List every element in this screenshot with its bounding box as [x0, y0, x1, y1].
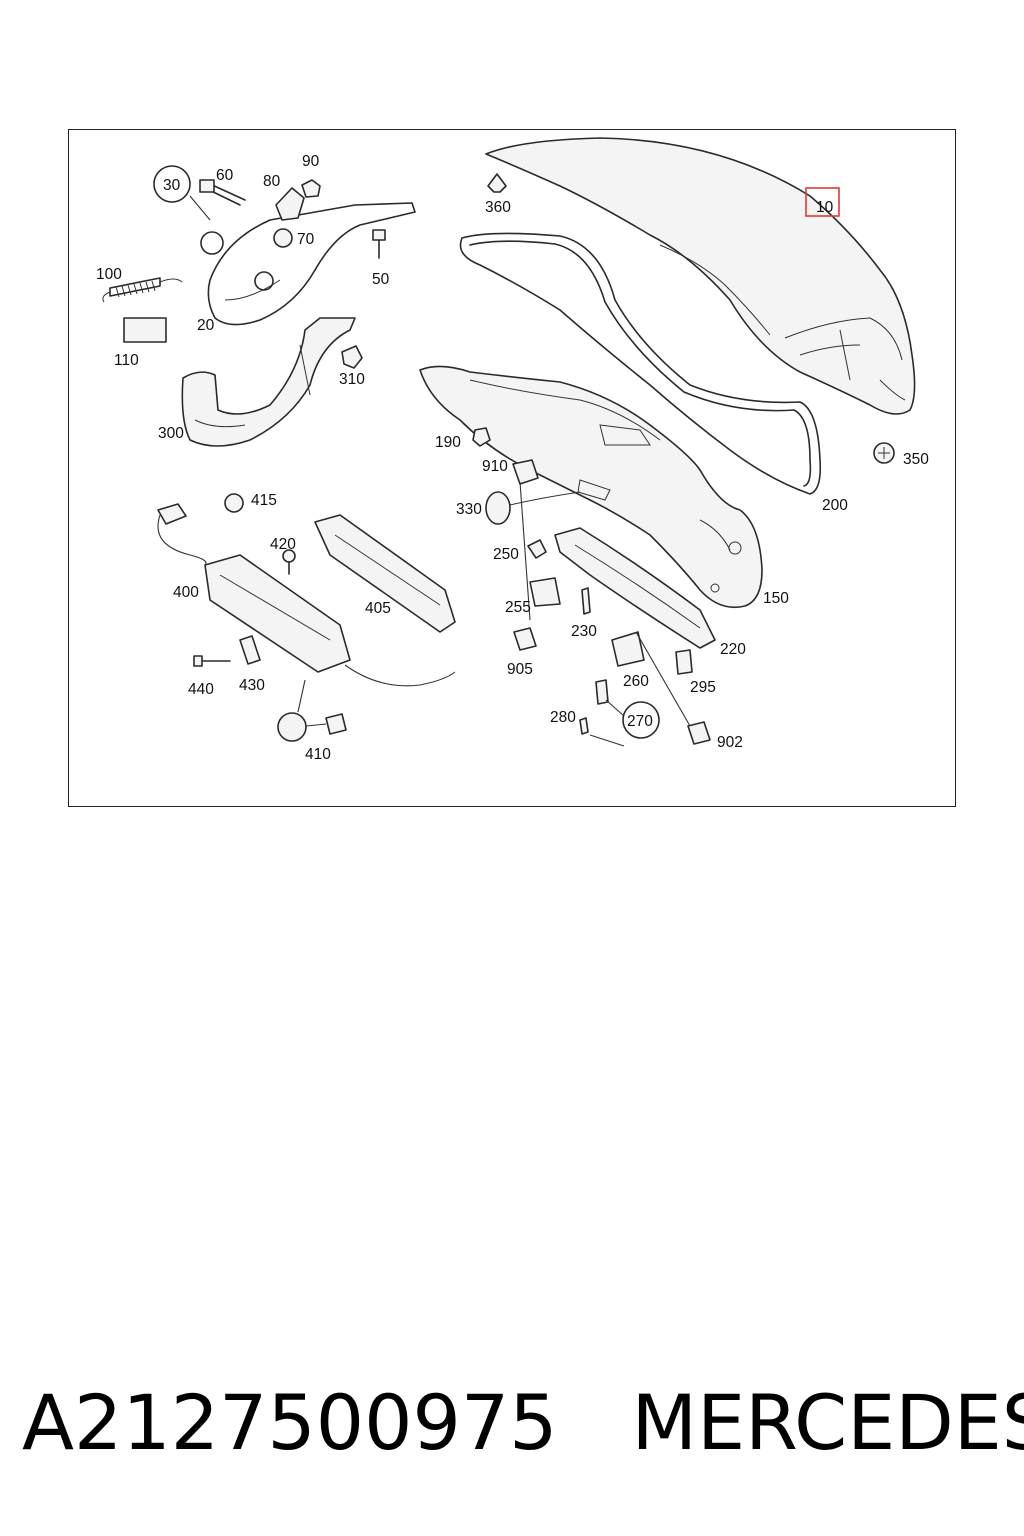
clip-295-part[interactable]: [675, 649, 693, 675]
trunk-lid-part[interactable]: [485, 137, 916, 415]
sticker-902-part[interactable]: [687, 721, 711, 745]
part-caption: A2127500975 MERCEDES: [22, 1368, 1024, 1478]
callout-circle-30: [153, 165, 191, 203]
clip-190-part[interactable]: [472, 427, 491, 447]
callout-280[interactable]: 280: [550, 709, 576, 726]
trim-strip-part[interactable]: [554, 527, 716, 649]
clip-250-part[interactable]: [527, 539, 547, 559]
leader-lines: [189, 195, 691, 747]
bolt-50-part[interactable]: [372, 229, 386, 259]
lock-405-part[interactable]: [314, 514, 456, 633]
callout-100[interactable]: 100: [96, 266, 122, 283]
bracket-80-part[interactable]: [275, 187, 305, 221]
callout-420[interactable]: 420: [270, 536, 296, 553]
switch-255-part[interactable]: [529, 577, 561, 607]
callout-70[interactable]: 70: [297, 231, 315, 248]
screw-440-part[interactable]: [193, 655, 231, 667]
callout-400[interactable]: 400: [173, 584, 199, 601]
callout-80[interactable]: 80: [263, 173, 281, 190]
callout-910[interactable]: 910: [482, 458, 508, 475]
grommet-330-part[interactable]: [485, 491, 581, 525]
callout-300[interactable]: 300: [158, 425, 184, 442]
callout-200[interactable]: 200: [822, 497, 848, 514]
highlight-box-10: [805, 187, 840, 217]
brand-name: MERCEDES: [631, 1378, 1024, 1467]
callout-350[interactable]: 350: [903, 451, 929, 468]
clip-350-part[interactable]: [873, 442, 895, 464]
cover-430-part[interactable]: [239, 635, 261, 665]
callout-255[interactable]: 255: [505, 599, 531, 616]
callout-330[interactable]: 330: [456, 501, 482, 518]
callout-415[interactable]: 415: [251, 492, 277, 509]
callout-260[interactable]: 260: [623, 673, 649, 690]
callout-405[interactable]: 405: [365, 600, 391, 617]
screw-420-part[interactable]: [282, 549, 296, 575]
clip-415-part[interactable]: [224, 493, 244, 513]
callout-circle-270: [622, 701, 660, 739]
callout-90[interactable]: 90: [302, 153, 320, 170]
callout-230[interactable]: 230: [571, 623, 597, 640]
bulb-280-part[interactable]: [579, 679, 609, 735]
callout-360[interactable]: 360: [485, 199, 511, 216]
callout-60[interactable]: 60: [216, 167, 234, 184]
nut-90-part[interactable]: [301, 179, 321, 198]
hinge-arm-part[interactable]: [181, 317, 356, 447]
callout-220[interactable]: 220: [720, 641, 746, 658]
callout-270[interactable]: 270: [627, 713, 653, 730]
callout-295[interactable]: 295: [690, 679, 716, 696]
callout-20[interactable]: 20: [197, 317, 215, 334]
nut-70-part[interactable]: [273, 228, 293, 248]
inner-trim-panel-part[interactable]: [419, 365, 763, 609]
callout-30[interactable]: 30: [163, 177, 181, 194]
callout-310[interactable]: 310: [339, 371, 365, 388]
clip-310-part[interactable]: [341, 345, 363, 369]
seal-910-part[interactable]: [512, 459, 539, 485]
callout-410[interactable]: 410: [305, 746, 331, 763]
trunk-seal-part[interactable]: [459, 232, 822, 495]
callout-440[interactable]: 440: [188, 681, 214, 698]
pin-230-part[interactable]: [581, 587, 591, 615]
callout-190[interactable]: 190: [435, 434, 461, 451]
callout-50[interactable]: 50: [372, 271, 390, 288]
motor-410-part[interactable]: [277, 712, 347, 742]
callout-902[interactable]: 902: [717, 734, 743, 751]
sticker-905-part[interactable]: [513, 627, 537, 651]
callout-430[interactable]: 430: [239, 677, 265, 694]
spring-part[interactable]: [102, 277, 183, 303]
lock-actuator-400-part[interactable]: [157, 503, 456, 687]
callout-905[interactable]: 905: [507, 661, 533, 678]
clip-360-part[interactable]: [487, 173, 507, 193]
callout-110[interactable]: 110: [114, 352, 139, 369]
rubber-block-part[interactable]: [123, 317, 167, 343]
bolt-60-part[interactable]: [199, 179, 246, 206]
callout-150[interactable]: 150: [763, 590, 789, 607]
callout-10[interactable]: 10: [816, 199, 834, 216]
exploded-parts-diagram: 10 20 30 50 60 70 80 90 100 110 150 190 …: [96, 137, 929, 763]
lamp-260-part[interactable]: [611, 631, 645, 667]
part-number: A2127500975: [22, 1378, 558, 1467]
hinge-upper-arm-part[interactable]: [200, 202, 416, 326]
callout-250[interactable]: 250: [493, 546, 519, 563]
